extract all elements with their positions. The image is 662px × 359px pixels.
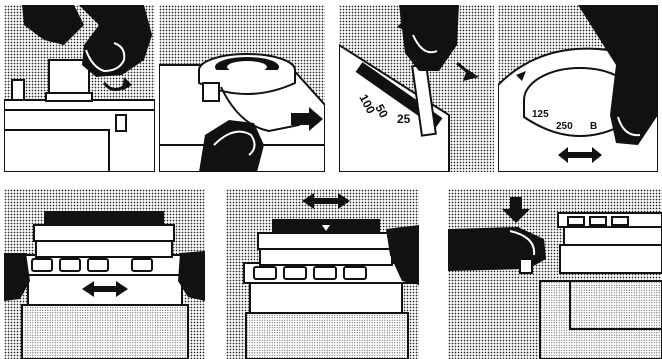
panel-4: 125 250 B 2 bbox=[498, 5, 658, 172]
dial-label-250: 250 bbox=[556, 121, 573, 132]
panel-7 bbox=[448, 189, 662, 359]
panel-5 bbox=[4, 189, 205, 359]
dial-label-125: 125 bbox=[532, 109, 549, 120]
dial-label-b: B bbox=[590, 121, 597, 132]
panel-2 bbox=[159, 5, 325, 172]
panel-6 bbox=[226, 189, 419, 359]
panel-1 bbox=[4, 5, 155, 172]
scale-label-25: 25 bbox=[397, 112, 411, 126]
panel-3: 100 50 25 B bbox=[339, 5, 494, 172]
